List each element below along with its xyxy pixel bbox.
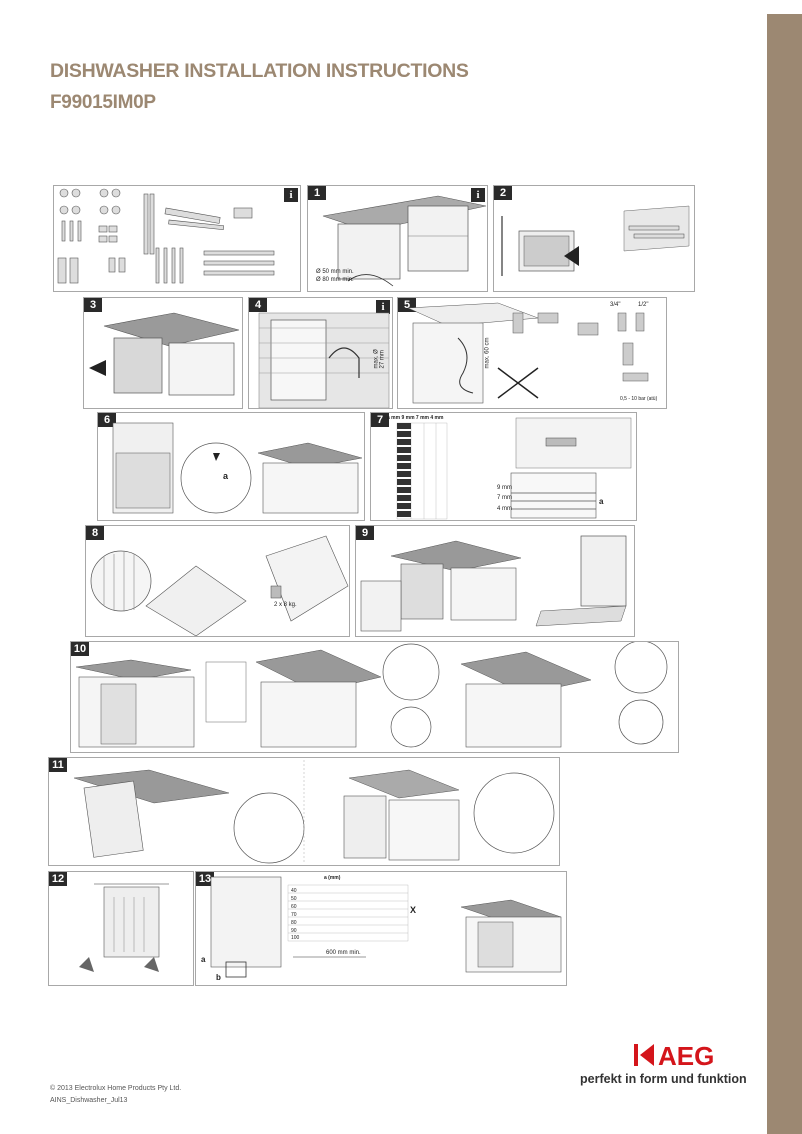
row-label: 40 — [291, 888, 297, 894]
height-label: 4 mm — [497, 506, 512, 512]
row-label: 90 — [291, 928, 297, 934]
panel-step-1: 1 i Ø 50 mm min. Ø 80 mm min. — [307, 185, 488, 292]
step-8-illustration — [90, 535, 349, 636]
panel-step-8: 8 2 x 8 kg. — [85, 525, 350, 637]
panel-step-11: 11 — [48, 757, 560, 866]
step-number: 8 — [86, 526, 104, 540]
step-number: 9 — [356, 526, 374, 540]
dim-label: Ø 50 mm min. — [316, 269, 354, 275]
thread-label: 1/2" — [638, 302, 649, 308]
step-number: 1 — [308, 186, 326, 200]
info-icon: i — [376, 300, 390, 314]
row-label: 100 — [291, 935, 300, 941]
side-accent-bar — [767, 14, 802, 1134]
step-12-illustration — [79, 883, 169, 972]
step-13-illustration — [210, 876, 562, 978]
step-5-illustration — [407, 302, 649, 404]
thread-label: 3/4" — [610, 302, 621, 308]
dim-label: max. 60 cm — [484, 337, 491, 369]
step-number: 10 — [71, 642, 89, 656]
dim-a: a — [201, 955, 206, 964]
step-7-illustration — [396, 417, 632, 520]
step-1-illustration — [322, 195, 487, 287]
step-number: 7 — [371, 413, 389, 427]
step-number: 2 — [494, 186, 512, 200]
height-label: 7 mm — [497, 495, 512, 501]
logo-text: AEG — [658, 1041, 714, 1070]
height-label: 9 mm — [497, 485, 512, 491]
pressure-label: 0,5 - 10 bar (atü) — [620, 396, 658, 402]
step-3-illustration — [89, 312, 240, 396]
model-number: F99015IM0P — [50, 92, 156, 113]
step-6-illustration — [112, 422, 363, 514]
brand-tagline: perfekt in form und funktion — [580, 1072, 747, 1086]
min-label: 600 mm min. — [326, 950, 361, 956]
step-number: 13 — [196, 872, 214, 886]
step-number: 4 — [249, 298, 267, 312]
dim-b: b — [216, 973, 221, 982]
info-icon: i — [471, 188, 485, 202]
panel-step-7: 7 a mm 9 mm 7 mm 4 mm 9 mm 7 mm 4 mm a — [370, 412, 637, 521]
table-header: a mm 9 mm 7 mm 4 mm — [387, 415, 444, 421]
step-10-illustration — [75, 642, 668, 748]
dim-label: max. Ø 27 mm — [373, 349, 386, 369]
panel-parts: i — [53, 185, 301, 292]
doc-code: AINS_Dishwasher_Jul13 — [50, 1097, 128, 1104]
panel-step-3: 3 — [83, 297, 243, 409]
step-9-illustration — [360, 535, 627, 632]
weight-label: 2 x 8 kg. — [274, 602, 297, 608]
parts-illustration — [57, 188, 275, 284]
step-number: 3 — [84, 298, 102, 312]
panel-step-10: 10 — [70, 641, 679, 753]
callout-a: a — [223, 471, 229, 481]
panel-step-9: 9 — [355, 525, 635, 637]
row-label: 70 — [291, 912, 297, 918]
callout-a: a — [599, 497, 604, 506]
row-label: 80 — [291, 920, 297, 926]
step-number: 12 — [49, 872, 67, 886]
step-11-illustration — [73, 760, 555, 864]
row-label: 50 — [291, 896, 297, 902]
axis-label: a (mm) — [324, 875, 341, 881]
step-number: 6 — [98, 413, 116, 427]
step-4-illustration — [258, 312, 390, 408]
aeg-logo: AEG — [634, 1041, 714, 1070]
info-icon: i — [284, 188, 298, 202]
panel-step-12: 12 — [48, 871, 194, 986]
panel-step-6: 6 a — [97, 412, 365, 521]
step-number: 11 — [49, 758, 67, 772]
row-label: 60 — [291, 904, 297, 910]
step-2-illustration — [501, 205, 690, 276]
page-title: DISHWASHER INSTALLATION INSTRUCTIONS — [50, 60, 469, 82]
panel-step-5: 5 3/4" 1/2" 0,5 - 10 bar (atü) max. 60 c… — [397, 297, 667, 409]
dim-label: Ø 80 mm min. — [316, 277, 354, 283]
panel-step-4: 4 i max. Ø 27 mm — [248, 297, 393, 409]
copyright: © 2013 Electrolux Home Products Pty Ltd. — [50, 1085, 182, 1092]
dim-x: X — [410, 905, 417, 915]
panel-step-2: 2 — [493, 185, 695, 292]
panel-step-13: 13 a (mm) 40 50 60 70 80 90 100 600 mm m… — [195, 871, 567, 986]
